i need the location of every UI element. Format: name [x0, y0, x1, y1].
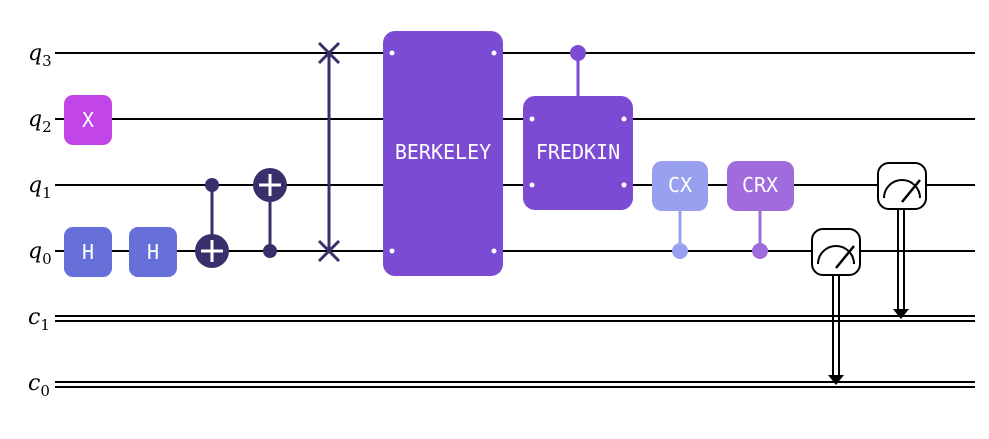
svg-text:H: H	[147, 240, 159, 264]
meter-icon	[877, 162, 927, 210]
berkeley-gate[interactable]: BERKELEY	[383, 31, 503, 276]
control-dot	[570, 45, 586, 61]
register-label-q3: q3	[28, 41, 52, 70]
control-dot	[205, 178, 219, 192]
h-gate-1[interactable]: H	[64, 227, 112, 277]
control-dot	[752, 243, 768, 259]
measure-gate-q1[interactable]	[877, 162, 927, 319]
register-label-q2: q2	[28, 107, 52, 136]
svg-text:X: X	[82, 108, 94, 132]
arrow-down-icon	[893, 309, 909, 319]
control-dot	[672, 243, 688, 259]
register-label-c1: c1	[28, 305, 50, 334]
register-label-q0: q0	[28, 239, 52, 268]
cx-gate[interactable]: CX	[652, 161, 708, 259]
svg-text:FREDKIN: FREDKIN	[536, 140, 620, 164]
h-gate-2[interactable]: H	[129, 227, 177, 277]
register-label-q1: q1	[28, 173, 52, 202]
cnot-gate-2[interactable]	[253, 168, 287, 258]
measure-gate-q0[interactable]	[811, 228, 861, 385]
wire-c0	[55, 381, 975, 388]
svg-text:CRX: CRX	[742, 173, 778, 197]
meter-icon	[811, 228, 861, 276]
register-label-c0: c0	[28, 371, 50, 400]
crx-gate[interactable]: CRX	[727, 161, 794, 259]
cnot-gate-1[interactable]	[195, 178, 229, 268]
svg-text:CX: CX	[668, 173, 692, 197]
x-gate[interactable]: X	[64, 95, 112, 145]
fredkin-gate[interactable]: FREDKIN	[523, 45, 633, 210]
wire-c1	[55, 315, 975, 322]
svg-text:H: H	[82, 240, 94, 264]
arrow-down-icon	[828, 375, 844, 385]
svg-text:BERKELEY: BERKELEY	[395, 140, 491, 164]
control-dot	[263, 244, 277, 258]
swap-gate[interactable]	[317, 41, 341, 263]
